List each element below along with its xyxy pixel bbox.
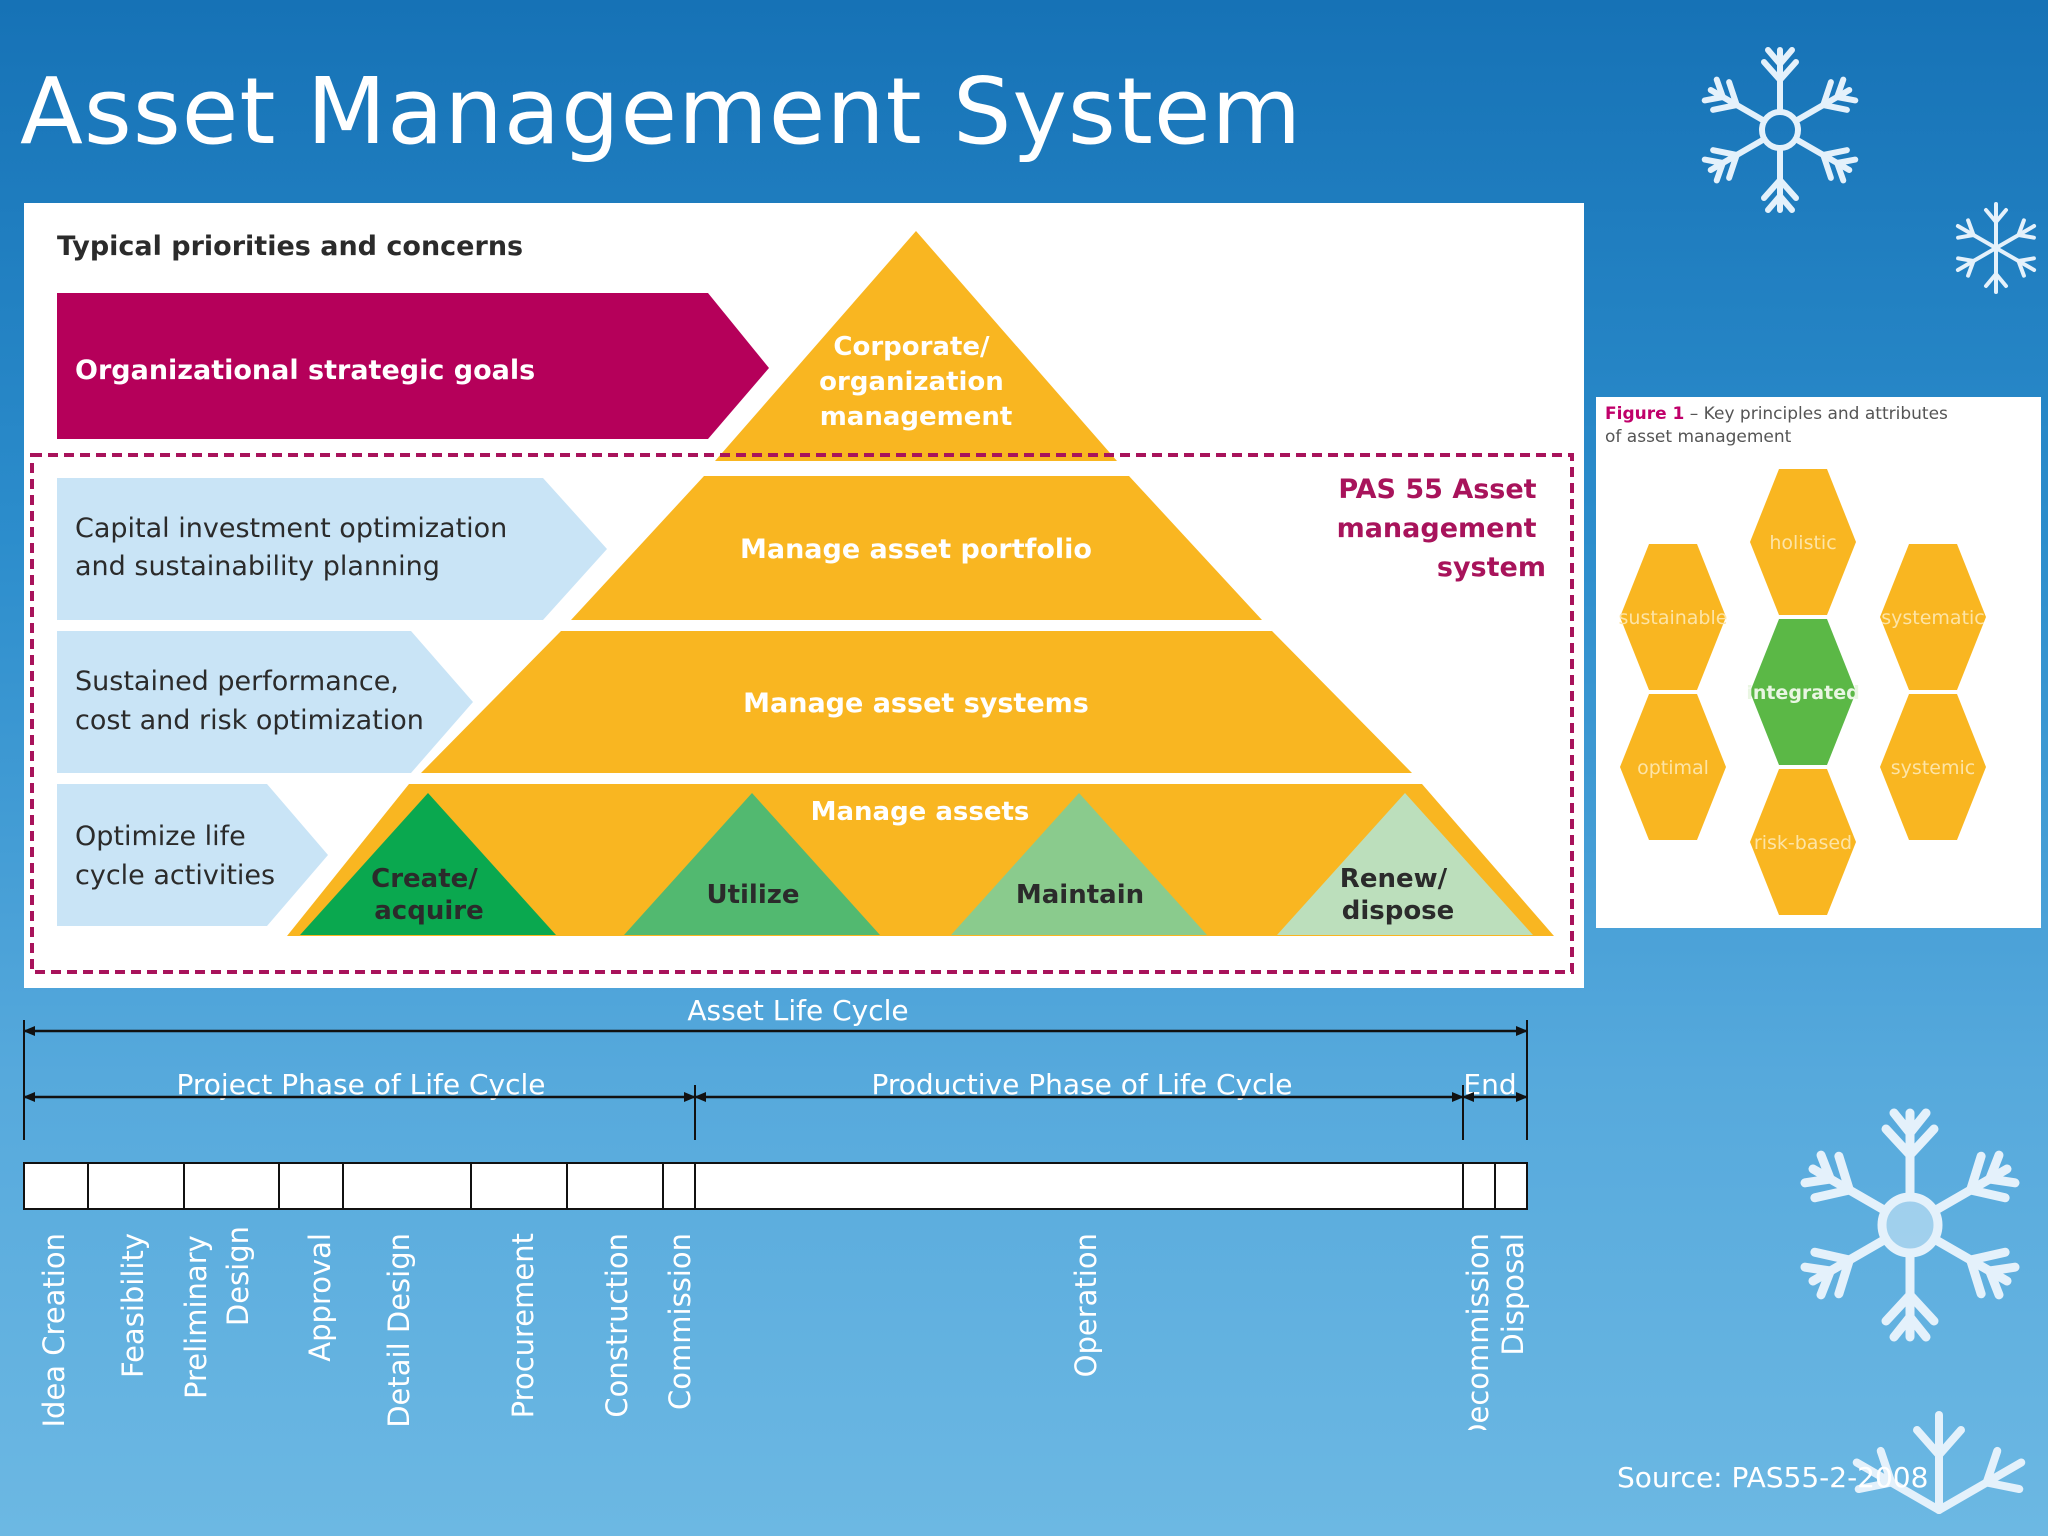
create-acquire-label: Create/ acquire bbox=[371, 864, 487, 926]
snowflake-icon bbox=[1830, 1411, 2048, 1536]
pyramid-figure-panel: Typical priorities and concerns Organiza… bbox=[24, 203, 1584, 988]
life-cycle-label: Optimize life cycle activities bbox=[75, 821, 275, 891]
hexagon-cluster bbox=[1620, 469, 1986, 915]
asset-portfolio-label: Manage asset portfolio bbox=[740, 534, 1092, 565]
asset-systems-tier bbox=[421, 631, 1412, 773]
asset-life-cycle-label: Asset Life Cycle bbox=[687, 994, 908, 1027]
utilize-label: Utilize bbox=[706, 880, 799, 910]
hexagon-sustainable bbox=[1620, 544, 1726, 690]
corporate-tier bbox=[715, 231, 1117, 461]
stage-label: Idea Creation bbox=[37, 1233, 71, 1428]
stage-label: Operation bbox=[1069, 1233, 1103, 1377]
hexagon-label: risk-based bbox=[1754, 832, 1852, 854]
hexagon-holistic bbox=[1750, 469, 1856, 615]
life-cycle-arrow bbox=[57, 784, 328, 926]
strategic-goals-arrow bbox=[57, 293, 769, 439]
utilize-triangle bbox=[624, 793, 880, 935]
hexagon-label: sustainable bbox=[1619, 607, 1728, 629]
hexagon-label: integrated bbox=[1746, 682, 1859, 704]
assets-tier bbox=[287, 784, 1554, 936]
maintain-label: Maintain bbox=[1016, 880, 1144, 910]
stage-label: Preliminary Design bbox=[179, 1226, 255, 1399]
maintain-triangle bbox=[951, 793, 1207, 935]
priorities-header: Typical priorities and concerns bbox=[57, 231, 523, 262]
hexagon-label: systemic bbox=[1891, 757, 1975, 779]
stage-label: Feasibility bbox=[116, 1233, 150, 1378]
strategic-goals-label: Organizational strategic goals bbox=[75, 355, 535, 386]
hexagon-risk-based bbox=[1750, 769, 1856, 915]
stage-label: Construction bbox=[600, 1233, 634, 1418]
create-acquire-triangle bbox=[300, 793, 556, 935]
hexagon-label: systematic bbox=[1881, 607, 1985, 629]
slide-title: Asset Management System bbox=[20, 58, 1303, 165]
stage-label: Decommission bbox=[1461, 1233, 1495, 1430]
sustained-performance-label: Sustained performance, cost and risk opt… bbox=[75, 666, 424, 736]
capital-investment-label: Capital investment optimization and sust… bbox=[75, 513, 516, 582]
corporate-tier-label: Corporate/ organization management bbox=[819, 332, 1013, 432]
pas55-system-frame bbox=[30, 453, 1574, 974]
pas55-system-label: PAS 55 Asset management system bbox=[1337, 474, 1546, 583]
hexagon-optimal bbox=[1620, 694, 1726, 840]
stage-label: Disposal bbox=[1496, 1233, 1530, 1356]
principles-hexagon-diagram: Figure 1 – Key principles and attributes… bbox=[1605, 404, 1986, 915]
sustained-performance-arrow bbox=[57, 631, 473, 773]
hexagon-integrated bbox=[1750, 619, 1856, 765]
hexagon-label: optimal bbox=[1637, 757, 1709, 779]
stage-label: Commission bbox=[663, 1233, 697, 1410]
snowflake-icon bbox=[1775, 1108, 2045, 1350]
asset-portfolio-tier bbox=[571, 476, 1262, 620]
figure-caption: Figure 1 – Key principles and attributes… bbox=[1605, 404, 1953, 447]
source-citation: Source: PAS55-2-2008 bbox=[1617, 1461, 1929, 1494]
stage-label: Procurement bbox=[506, 1233, 540, 1418]
capital-investment-arrow bbox=[57, 478, 607, 620]
hexagon-systematic bbox=[1880, 544, 1986, 690]
snowflake-icon bbox=[1680, 47, 1880, 220]
pas55-pyramid-diagram: Typical priorities and concerns Organiza… bbox=[30, 231, 1574, 974]
hexagon-systemic bbox=[1880, 694, 1986, 840]
renew-dispose-triangle bbox=[1277, 793, 1533, 935]
principles-figure-panel: Figure 1 – Key principles and attributes… bbox=[1596, 397, 2041, 928]
manage-assets-label: Manage assets bbox=[811, 797, 1030, 827]
snowflake-icon bbox=[1950, 202, 2042, 294]
stage-label: Detail Design bbox=[382, 1233, 416, 1428]
stage-label: Approval bbox=[303, 1233, 337, 1362]
stage-dividers bbox=[87, 1163, 1496, 1209]
asset-systems-label: Manage asset systems bbox=[743, 688, 1089, 719]
hexagon-label: holistic bbox=[1769, 532, 1836, 554]
renew-dispose-label: Renew/ dispose bbox=[1340, 864, 1456, 926]
asset-life-cycle-timeline: Asset Life Cycle Project Phase of Life C… bbox=[23, 994, 1530, 1430]
life-cycle-stage-bar bbox=[23, 1162, 1528, 1210]
